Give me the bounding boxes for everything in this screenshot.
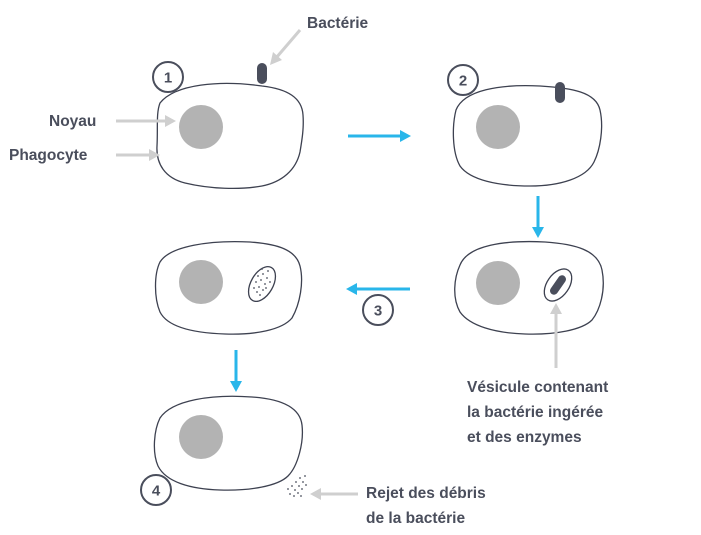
flow-arrow-digestion-to-4 <box>230 350 242 392</box>
nucleus-4 <box>179 415 223 459</box>
label-rejet-line-2: de la bactérie <box>366 510 465 527</box>
label-noyau: Noyau <box>49 113 96 130</box>
bacterium-2 <box>555 82 565 103</box>
flow-arrow-3-to-digestion <box>346 283 410 295</box>
pointer-rejet <box>310 488 358 500</box>
nucleus-1 <box>179 105 223 149</box>
stage-1: 1 <box>152 61 304 190</box>
step-badge-1 <box>152 61 184 93</box>
phagocyte-cell-4 <box>153 395 304 491</box>
pointer-noyau <box>116 115 176 127</box>
stage-2: 2 <box>447 64 603 187</box>
step-badge-3 <box>362 294 394 326</box>
label-vesicule-line-3: et des enzymes <box>467 429 582 446</box>
phagocyte-cell-1 <box>156 82 304 190</box>
nucleus-3 <box>476 261 520 305</box>
stage-4: 4 <box>140 395 307 506</box>
step-number-4: 4 <box>152 483 161 500</box>
step-number-3: 3 <box>374 303 382 320</box>
phagocyte-cell-2 <box>452 84 603 187</box>
step-badge-2 <box>447 64 479 96</box>
flow-arrow-2-to-3 <box>532 196 544 238</box>
ingested-bacterium <box>549 275 567 295</box>
step-badge-4 <box>140 474 172 506</box>
label-vesicule-line-2: la bactérie ingérée <box>467 404 604 421</box>
digesting-vesicle <box>247 266 277 302</box>
stage-3 <box>454 240 604 335</box>
label-phagocyte: Phagocyte <box>9 147 88 164</box>
step-number-1: 1 <box>164 70 172 87</box>
bacterium-1 <box>257 63 267 84</box>
label-rejet-line-1: Rejet des débris <box>366 485 486 502</box>
stage-digestion <box>154 240 303 335</box>
label-vesicule-line-1: Vésicule contenant <box>467 379 608 396</box>
pointer-phagocyte <box>116 149 160 161</box>
bacterium-debris <box>287 475 307 497</box>
nucleus-digestion <box>179 260 223 304</box>
pointer-vesicule <box>550 303 562 368</box>
pointer-bacterie <box>270 29 302 65</box>
nucleus-2 <box>476 105 520 149</box>
label-bacterie: Bactérie <box>307 15 369 32</box>
phagocyte-cell-digestion <box>154 240 303 335</box>
step-number-2: 2 <box>459 73 467 90</box>
flow-arrow-1-to-2 <box>348 130 411 142</box>
digested-particles <box>253 268 271 296</box>
